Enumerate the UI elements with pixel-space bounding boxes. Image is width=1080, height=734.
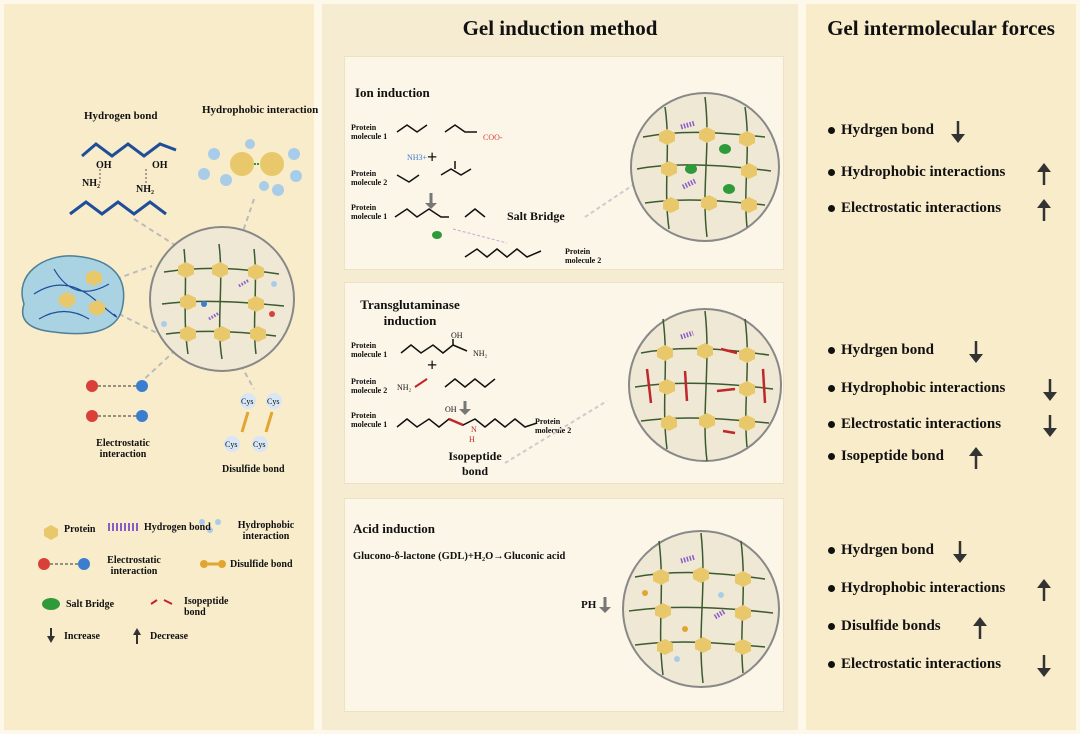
arrow-up-icon xyxy=(1037,579,1051,601)
cys-label: Cys xyxy=(225,440,238,449)
arrow-down-icon xyxy=(1037,655,1051,677)
ion-plus: + xyxy=(427,147,438,167)
middle-panel-title: Gel induction method xyxy=(462,16,658,40)
cys-label: Cys xyxy=(241,397,254,406)
arrow-up-icon xyxy=(1037,199,1051,221)
force-item: Hydrgen bond xyxy=(828,542,934,559)
ion-nh3: NH3+ xyxy=(407,153,428,162)
tg-oh-2: OH xyxy=(445,405,457,414)
legend-disulfide: Disulfide bond xyxy=(230,559,293,570)
left-illustrations xyxy=(21,139,302,644)
legend-decrease: Decrease xyxy=(150,631,189,642)
hydrophobic-title: Hydrophobic interaction xyxy=(202,104,319,116)
acid-induction-title: Acid induction xyxy=(353,521,435,536)
cys-label: Cys xyxy=(267,397,280,406)
right-panel: Gel intermolecular forces Hydrgen bond H… xyxy=(806,4,1076,730)
legend-increase: Increase xyxy=(64,631,100,642)
tg-induction-title: Transglutaminase induction xyxy=(360,297,460,328)
ion-induction-title: Ion induction xyxy=(355,85,430,100)
tg-h: H xyxy=(469,435,475,444)
ion-pm2: Protein molecule 2 xyxy=(351,169,388,187)
legend-salt-bridge: Salt Bridge xyxy=(66,599,115,610)
hydrophobic-cluster xyxy=(198,139,302,196)
arrow-up-icon xyxy=(969,447,983,469)
force-item: Hydrophobic interactions xyxy=(828,580,1005,597)
acid-ph: PH xyxy=(581,599,597,611)
force-item: Isopeptide bond xyxy=(828,448,944,465)
ion-pm1: Protein molecule 1 xyxy=(351,123,388,141)
arrow-down-icon xyxy=(1043,379,1057,401)
tg-induction-box: Transglutaminase induction Protein molec… xyxy=(344,282,784,484)
force-item: Electrostatic interactions xyxy=(828,200,1001,217)
tg-pm1: Protein molecule 1 xyxy=(351,341,388,359)
arrow-down-icon xyxy=(969,341,983,363)
force-item: Electrostatic interactions xyxy=(828,656,1001,673)
oh-label-1: OH xyxy=(96,160,112,171)
acid-induction-box: Acid induction Glucono-δ-lactone (GDL)+H… xyxy=(344,498,784,712)
ion-salt-bridge: Salt Bridge xyxy=(507,209,565,223)
force-item: Hydrgen bond xyxy=(828,342,934,359)
cys-label: Cys xyxy=(253,440,266,449)
legend-hydrogen-bond: Hydrogen bond xyxy=(144,522,211,533)
disulfide-title: Disulfide bond xyxy=(222,464,285,475)
arrow-up-icon xyxy=(973,617,987,639)
left-panel: Hydrogen bond Hydrophobic interaction xyxy=(4,4,318,730)
acid-network xyxy=(599,530,780,688)
ion-pm2b: Protein molecule 2 xyxy=(565,247,602,265)
legend-electrostatic: Electrostatic interaction xyxy=(107,555,161,577)
arrow-down-icon xyxy=(1043,415,1057,437)
ion-induction-box: Ion induction Protein molecule 1 + Prote… xyxy=(344,56,784,270)
tg-pm2b: Protein molecule 2 xyxy=(535,417,572,435)
tg-pm1b: Protein molecule 1 xyxy=(351,411,388,429)
nh2-label-1: NH₂ xyxy=(82,178,100,189)
ion-pm1b: Protein molecule 1 xyxy=(351,203,388,221)
ion-coo: COO- xyxy=(483,133,503,142)
arrow-down-icon xyxy=(953,541,967,563)
electrostatic-title: Electrostatic interaction xyxy=(96,438,150,460)
arrow-down-icon xyxy=(951,121,965,143)
tg-oh-1: OH xyxy=(451,331,463,340)
nh2-label-2: NH₂ xyxy=(136,184,154,195)
hydrogen-bond-title: Hydrogen bond xyxy=(84,110,158,122)
force-item: Electrostatic interactions xyxy=(828,416,1001,433)
tg-isopeptide: Isopeptide bond xyxy=(448,449,502,478)
tg-pm2: Protein molecule 2 xyxy=(351,377,388,395)
acid-equation: Glucono-δ-lactone (GDL)+H₂O→Gluconic aci… xyxy=(353,551,566,562)
arrow-up-icon xyxy=(1037,163,1051,185)
tg-n: N xyxy=(471,425,477,434)
ion-molecules xyxy=(394,92,780,258)
force-item: Hydrophobic interactions xyxy=(828,164,1005,181)
tg-molecules xyxy=(396,308,782,464)
oh-label-2: OH xyxy=(152,160,168,171)
right-panel-title: Gel intermolecular forces xyxy=(827,16,1055,40)
tg-nh2-1: NH₂ xyxy=(473,349,488,358)
force-item: Hydrgen bond xyxy=(828,122,934,139)
middle-panel: Gel induction method Ion induction Prote… xyxy=(322,4,798,730)
legend-protein: Protein xyxy=(64,524,96,535)
tg-nh2-2: NH₂ xyxy=(397,383,412,392)
legend-hydrophobic: Hydrophobic interaction xyxy=(237,520,295,542)
tg-plus: + xyxy=(427,355,438,375)
force-item: Disulfide bonds xyxy=(828,618,941,635)
legend-isopeptide: Isopeptide bond xyxy=(184,596,229,618)
force-item: Hydrophobic interactions xyxy=(828,380,1005,397)
